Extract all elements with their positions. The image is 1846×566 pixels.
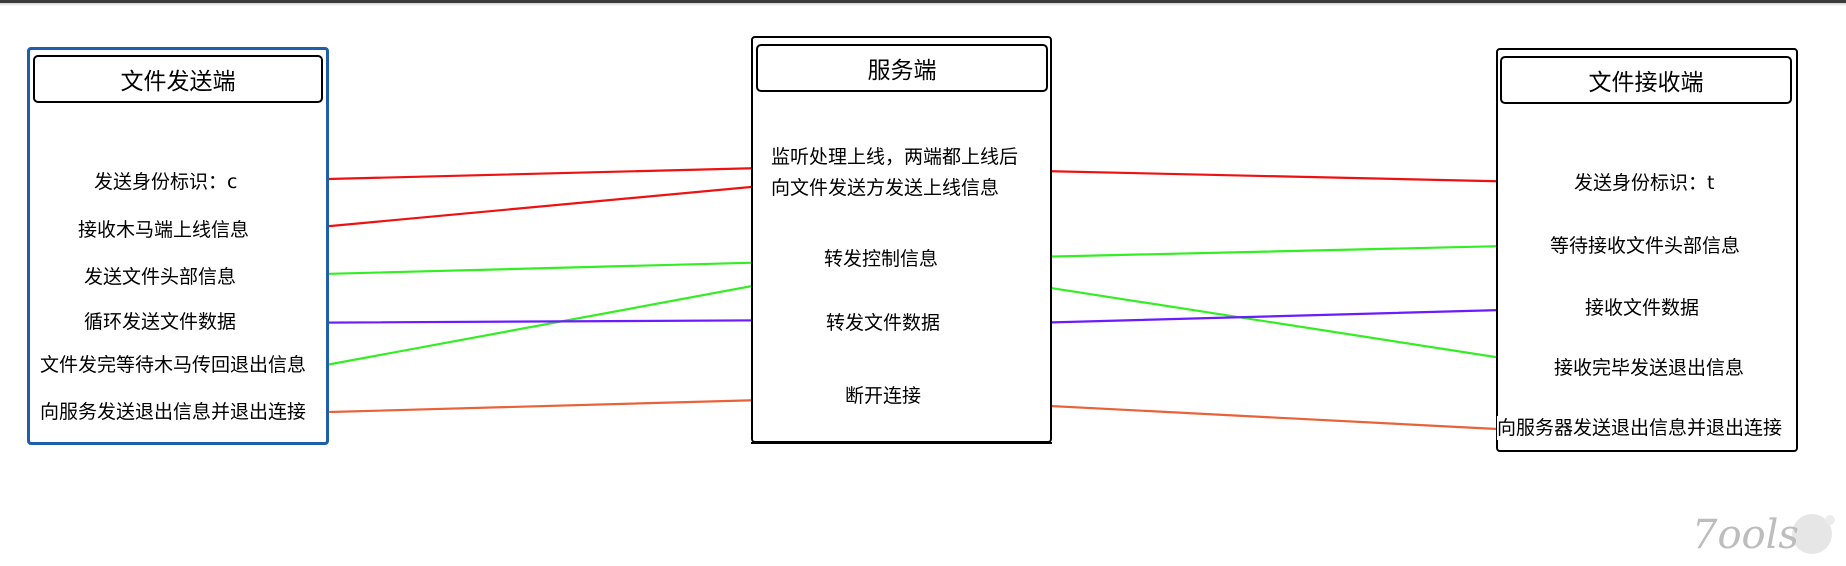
server-panel-bottom-rule bbox=[751, 442, 1052, 444]
server-item-forward-control: 转发控制信息 bbox=[824, 247, 939, 271]
link-file-header-to-control bbox=[244, 259, 820, 278]
link-online-info bbox=[253, 183, 774, 235]
link-forward-to-receive-data bbox=[956, 306, 1577, 327]
sender-item-loop-send-data: 循环发送文件数据 bbox=[84, 310, 237, 334]
window-top-shadow bbox=[0, 3, 1846, 6]
link-wait-exit-to-control bbox=[324, 270, 830, 367]
link-file-data-to-forward bbox=[249, 318, 828, 325]
sender-panel-title: 文件发送端 bbox=[33, 55, 323, 103]
sender-item-quit: 向服务发送退出信息并退出连接 bbox=[40, 400, 307, 424]
link-listen-to-receiver-id bbox=[1038, 169, 1577, 185]
receiver-item-wait-header: 等待接收文件头部信息 bbox=[1550, 234, 1741, 258]
sender-title-text: 文件发送端 bbox=[120, 69, 236, 95]
receiver-item-receive-data: 接收文件数据 bbox=[1585, 296, 1700, 320]
watermark-splash bbox=[1792, 514, 1832, 554]
receiver-panel-title: 文件接收端 bbox=[1500, 56, 1792, 104]
link-send-id-to-listen bbox=[248, 166, 764, 183]
server-panel bbox=[751, 36, 1052, 443]
sender-item-send-id: 发送身份标识：c bbox=[94, 170, 238, 194]
server-title-text: 服务端 bbox=[867, 58, 937, 84]
server-item-send-online: 向文件发送方发送上线信息 bbox=[771, 176, 1000, 200]
server-item-listen: 监听处理上线，两端都上线后 bbox=[771, 145, 1019, 169]
watermark-logo: 7ools bbox=[1692, 512, 1835, 558]
receiver-item-send-id: 发送身份标识：t bbox=[1574, 171, 1715, 195]
server-item-forward-data: 转发文件数据 bbox=[826, 311, 941, 335]
sender-item-wait-exit: 文件发完等待木马传回退出信息 bbox=[40, 353, 307, 377]
link-sender-quit-to-disconnect bbox=[328, 396, 836, 414]
server-item-disconnect: 断开连接 bbox=[845, 384, 922, 408]
receiver-item-quit: 向服务器发送退出信息并退出连接 bbox=[1497, 416, 1783, 440]
receiver-title-text: 文件接收端 bbox=[1588, 70, 1704, 96]
receiver-item-send-exit: 接收完毕发送退出信息 bbox=[1554, 356, 1745, 380]
server-panel-title: 服务端 bbox=[756, 44, 1048, 92]
sender-panel bbox=[27, 47, 329, 445]
watermark-splash-dot bbox=[1825, 515, 1835, 525]
watermark-text: 7ools bbox=[1692, 512, 1799, 558]
window-top-bar bbox=[0, 0, 1846, 3]
sender-item-receive-online: 接收木马端上线信息 bbox=[78, 218, 250, 242]
sender-item-send-header: 发送文件头部信息 bbox=[84, 265, 237, 289]
